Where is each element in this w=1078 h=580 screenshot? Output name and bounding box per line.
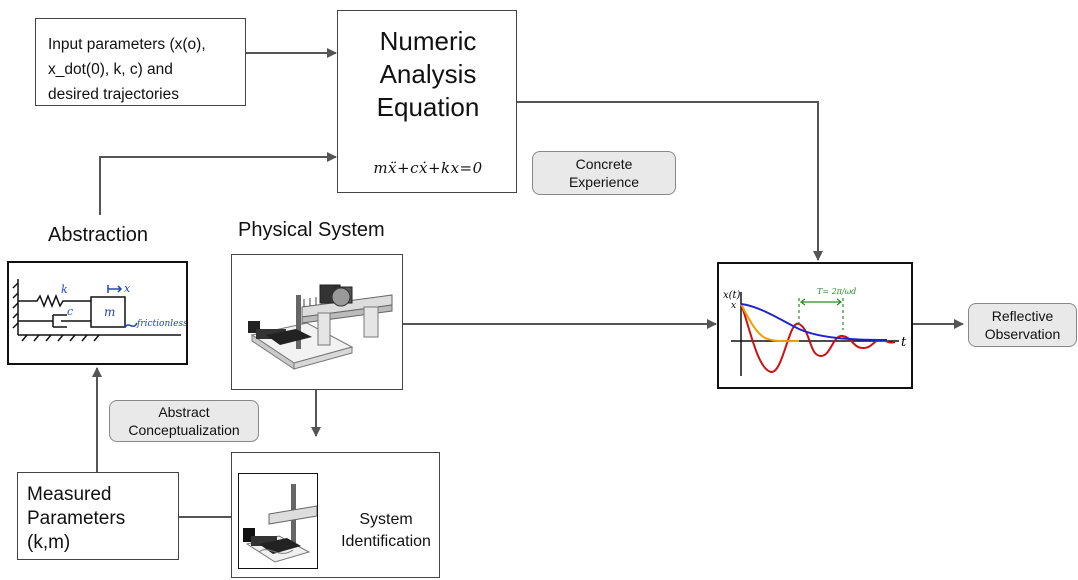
input-parameters-line3: desired trajectories: [48, 86, 179, 103]
input-parameters-line2: x_dot(0), k, c) and: [48, 61, 173, 78]
arrow-abstraction-to-equation: [99, 152, 337, 215]
measured-parameters-line1: Measured: [27, 484, 112, 505]
response-plot-drawing: x(t) x t T= 2π/ωd: [723, 287, 907, 376]
plot-x-label: t: [901, 335, 907, 350]
system-identification-image: [238, 473, 318, 569]
concrete-experience-label: Concrete Experience: [532, 151, 676, 195]
sketch-frictionless-note: frictionless: [136, 319, 186, 329]
equation-text: mẍ+cẋ+kx=0: [373, 159, 483, 177]
abstract-conceptualization-label: Abstract Conceptualization: [109, 400, 259, 442]
sketch-label-k: k: [61, 283, 68, 296]
measured-parameters-box: Measured Parameters (k,m): [17, 472, 179, 560]
abstraction-sketch: k c m x frictionless: [7, 261, 188, 365]
system-identification-line1: System: [359, 511, 413, 528]
sketch-label-x: x: [124, 282, 131, 295]
curve-orange: [740, 303, 800, 343]
physical-system-image: [231, 254, 403, 390]
system-identification-line2: Identification: [341, 533, 431, 550]
input-parameters-line1: Input parameters (x(o),: [48, 36, 206, 53]
measured-parameters-line3: (k,m): [27, 532, 71, 553]
arrow-equation-to-plot: [517, 101, 823, 261]
measured-parameters-line2: Parameters: [27, 508, 126, 529]
plot-period-label: T= 2π/ωd: [817, 287, 856, 296]
numeric-title-line1: Numeric: [379, 26, 477, 56]
reflective-observation-label: Reflective Observation: [968, 303, 1077, 347]
spring-mass-sketch: k c m x frictionless: [12, 279, 186, 342]
system-identification-drawing: [243, 484, 317, 563]
curve-blue: [740, 303, 888, 341]
sketch-label-c: c: [67, 305, 73, 318]
response-plot: x(t) x t T= 2π/ωd: [717, 262, 913, 389]
concrete-experience-line1: Concrete: [575, 156, 633, 172]
input-parameters-box: Input parameters (x(o), x_dot(0), k, c) …: [35, 18, 246, 106]
concrete-experience-line2: Experience: [568, 174, 640, 190]
reflective-observation-line2: Observation: [984, 326, 1061, 342]
abstract-conceptualization-line2: Conceptualization: [128, 422, 240, 438]
sketch-label-m: m: [104, 305, 115, 319]
physical-system-drawing: [248, 284, 393, 370]
system-identification-box: System Identification: [231, 452, 440, 578]
plot-y-label: x(t): [723, 290, 741, 301]
numeric-analysis-box: Numeric Analysis Equation mẍ+cẋ+kx=0: [337, 10, 517, 193]
abstraction-heading: Abstraction: [48, 224, 149, 246]
plot-y0-label: x: [731, 301, 736, 311]
abstract-conceptualization-line1: Abstract: [158, 404, 210, 420]
numeric-title-line3: Equation: [376, 92, 480, 122]
reflective-observation-line1: Reflective: [991, 308, 1054, 324]
physical-system-heading: Physical System: [238, 219, 385, 241]
numeric-title-line2: Analysis: [379, 59, 477, 89]
